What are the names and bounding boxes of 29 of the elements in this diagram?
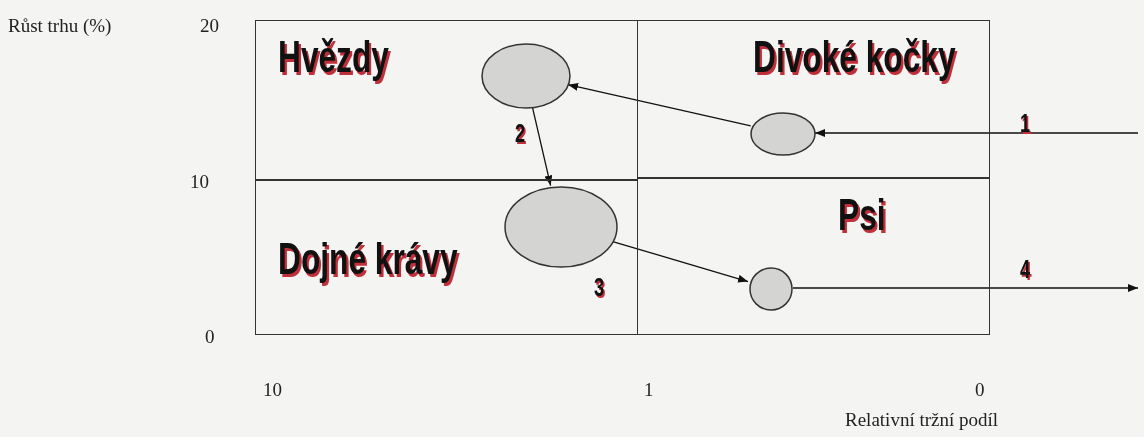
quadrant-title: Psi (838, 193, 886, 237)
ellipse-marker (750, 112, 816, 156)
quadrant-box (637, 178, 990, 335)
tick-label: 10 (263, 380, 282, 399)
arrow (814, 129, 1139, 137)
arrow (567, 83, 752, 127)
stage-number: 1 (1020, 110, 1031, 136)
stage-number: 2 (515, 120, 526, 146)
arrow (531, 106, 553, 187)
tick-label: 0 (205, 327, 215, 346)
quadrant-box (255, 180, 638, 335)
axis-title: Relativní tržní podíl (845, 410, 999, 429)
tick-label: 20 (200, 16, 219, 35)
circle-marker (748, 267, 794, 311)
ellipse-marker (504, 186, 618, 268)
tick-label: 0 (975, 380, 985, 399)
tick-label: 10 (190, 172, 209, 191)
arrow (792, 284, 1139, 292)
stage-number: 3 (594, 274, 605, 300)
ellipse-marker (481, 43, 571, 109)
arrow (612, 240, 749, 283)
tick-label: 1 (644, 380, 654, 399)
quadrant-box (255, 20, 638, 180)
quadrant-title: Hvězdy (278, 35, 389, 79)
stage-number: 4 (1020, 256, 1031, 282)
quadrant-title: Divoké kočky (753, 35, 956, 79)
axis-title: Růst trhu (%) (8, 16, 112, 35)
quadrant-box (637, 20, 990, 178)
quadrant-title: Dojné krávy (278, 237, 458, 281)
